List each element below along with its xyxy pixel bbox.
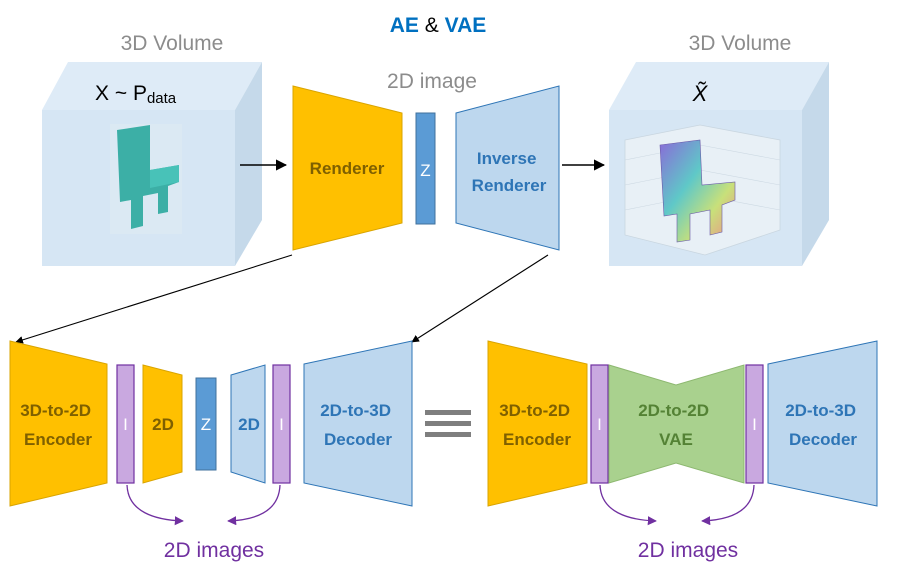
br-arrow-slot-a-to-images bbox=[599, 484, 657, 526]
input-volume-label: 3D Volume bbox=[121, 32, 224, 55]
bl-decoder-2d-block bbox=[230, 364, 266, 484]
br-encoder-block bbox=[487, 340, 588, 507]
br-decoder-line2: Decoder bbox=[789, 430, 857, 449]
connector-inverse-to-decoder bbox=[411, 254, 549, 343]
br-image-slot-a bbox=[590, 364, 609, 484]
latent-z-block bbox=[415, 112, 436, 225]
br-encoder-line1: 3D-to-2D bbox=[499, 401, 570, 420]
br-decoder-line1: 2D-to-3D bbox=[785, 401, 856, 420]
output-symbol: X̃ bbox=[692, 81, 709, 106]
input-formula: X ~ Pdata bbox=[95, 82, 177, 107]
bl-encoder-2d-label: 2D bbox=[152, 415, 174, 434]
bl-encoder-block bbox=[9, 340, 108, 507]
diagram-title: AE & VAE bbox=[390, 14, 487, 37]
equivalence-icon bbox=[425, 410, 471, 437]
br-image-slot-b-label: I bbox=[752, 415, 757, 434]
renderer-block bbox=[292, 85, 403, 251]
bl-image-slot-b-label: I bbox=[279, 415, 284, 434]
bl-image-slot-a-label: I bbox=[123, 415, 128, 434]
bl-decoder-label: 2D-to-3D Decoder bbox=[320, 401, 396, 449]
bl-image-slot-a bbox=[116, 364, 135, 484]
bl-decoder-2d-label: 2D bbox=[238, 415, 260, 434]
bl-decoder-line1: 2D-to-3D bbox=[320, 401, 391, 420]
bl-encoder-label: 3D-to-2D Encoder bbox=[20, 401, 96, 449]
br-images-caption: 2D images bbox=[638, 539, 738, 562]
bl-arrow-slot-b-to-images bbox=[227, 484, 281, 526]
input-formula-main: X ~ P bbox=[95, 82, 147, 105]
br-decoder-block bbox=[767, 340, 878, 507]
inverse-renderer-label: Inverse Renderer bbox=[472, 149, 547, 195]
br-arrow-slot-b-to-images bbox=[701, 484, 755, 526]
br-image-slot-b bbox=[745, 364, 764, 484]
br-image-slot-a-label: I bbox=[597, 415, 602, 434]
inverse-renderer-line2: Renderer bbox=[472, 176, 547, 195]
renderer-label: Renderer bbox=[310, 159, 385, 178]
bl-encoder-line1: 3D-to-2D bbox=[20, 401, 91, 420]
inverse-renderer-line1: Inverse bbox=[477, 149, 537, 168]
bl-encoder-2d-block bbox=[142, 364, 183, 484]
center-caption: 2D image bbox=[387, 70, 477, 93]
output-chair-plot bbox=[624, 124, 781, 256]
br-vae-line2: VAE bbox=[659, 430, 693, 449]
br-encoder-label: 3D-to-2D Encoder bbox=[499, 401, 575, 449]
latent-z-label: Z bbox=[420, 161, 430, 180]
input-formula-sub: data bbox=[147, 90, 177, 107]
br-vae-label: 2D-to-2D VAE bbox=[638, 401, 714, 449]
inverse-renderer-block bbox=[455, 85, 560, 251]
bl-images-caption: 2D images bbox=[164, 539, 264, 562]
input-chair-shape bbox=[110, 124, 182, 234]
bl-latent-z-label: Z bbox=[201, 415, 211, 434]
title-vae: VAE bbox=[445, 14, 487, 37]
br-vae-line1: 2D-to-2D bbox=[638, 401, 709, 420]
title-amp: & bbox=[419, 14, 445, 37]
br-decoder-label: 2D-to-3D Decoder bbox=[785, 401, 861, 449]
title-ae: AE bbox=[390, 14, 419, 37]
output-volume-label: 3D Volume bbox=[689, 32, 792, 55]
br-vae-block bbox=[608, 364, 745, 484]
br-encoder-line2: Encoder bbox=[503, 430, 571, 449]
bl-latent-z-block bbox=[195, 377, 217, 471]
bl-decoder-block bbox=[303, 340, 413, 507]
connector-renderer-to-encoder bbox=[15, 254, 293, 344]
bl-arrow-slot-a-to-images bbox=[126, 484, 184, 526]
bl-image-slot-b bbox=[272, 364, 291, 484]
bl-decoder-line2: Decoder bbox=[324, 430, 392, 449]
bl-encoder-line2: Encoder bbox=[24, 430, 92, 449]
